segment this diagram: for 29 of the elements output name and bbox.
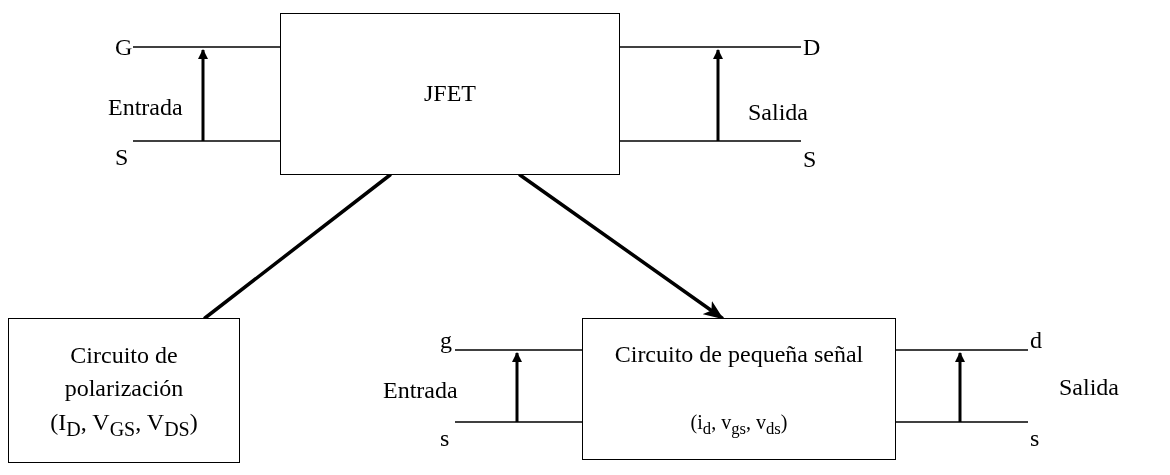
block-box (8, 318, 240, 463)
device-label: JFET (424, 79, 476, 109)
variables-label: (i$_{d}$, v$_{gs}$, v$_{ds}$) (690, 410, 788, 441)
variables-label: (I$_{D}$, V$_{GS}$, V$_{DS}$) (50, 407, 198, 442)
block-box (280, 13, 620, 175)
terminal-line (895, 349, 1029, 351)
terminal-line (132, 140, 281, 142)
terminal-label: S (115, 145, 129, 169)
port-label: Entrada (383, 378, 458, 402)
terminal-label: s (1030, 426, 1040, 450)
terminal-line (619, 140, 802, 142)
terminal-line (132, 46, 281, 48)
circuit-title: Circuito de pequeña señal (614, 339, 864, 369)
terminal-label: G (115, 35, 133, 59)
terminal-line (619, 46, 802, 48)
terminal-line (454, 349, 583, 351)
terminal-label: s (440, 426, 450, 450)
port-label: Entrada (108, 95, 183, 119)
arrow (518, 173, 724, 320)
terminal-label: g (440, 328, 452, 352)
terminal-label: D (803, 35, 821, 59)
terminal-label: S (803, 147, 817, 171)
block-box (582, 318, 896, 460)
circuit-title: Circuito de polarización (63, 340, 185, 404)
terminal-line (454, 421, 583, 423)
terminal-line (895, 421, 1029, 423)
port-label: Salida (1059, 375, 1119, 399)
terminal-label: d (1030, 328, 1042, 352)
port-label: Salida (748, 100, 808, 124)
